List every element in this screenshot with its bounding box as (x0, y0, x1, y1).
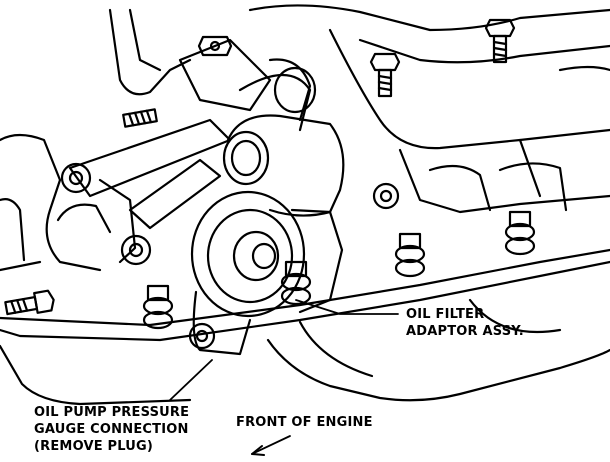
oil-filter-adaptor (188, 190, 344, 356)
oil-filter-adaptor-label: OIL FILTER ADAPTOR ASSY. (406, 306, 524, 340)
front-of-engine-text: FRONT OF ENGINE (236, 415, 373, 430)
oil-pump-gauge-line-2: GAUGE CONNECTION (34, 422, 189, 437)
manifold-bolts (122, 18, 516, 128)
front-arrow (251, 435, 291, 455)
oil-pump-gauge-line-3: (REMOVE PLUG) (34, 439, 154, 454)
leader-lines (169, 299, 399, 456)
pan-rail-bolts (4, 182, 536, 330)
leader-oil-filter (295, 299, 399, 315)
front-of-engine-label: FRONT OF ENGINE (236, 414, 373, 431)
oil-filter-adaptor-line-1: OIL FILTER (406, 307, 485, 322)
oil-pump-gauge-line-1: OIL PUMP PRESSURE (34, 405, 190, 420)
oil-pump-gauge-label: OIL PUMP PRESSURE GAUGE CONNECTION (REMO… (34, 404, 189, 455)
upper-canister (222, 58, 345, 217)
oil-filter-adaptor-line-2: ADAPTOR ASSY. (406, 324, 524, 339)
bracket-arm (60, 38, 312, 266)
engine-block-left (0, 8, 192, 272)
leader-gauge (169, 359, 213, 401)
intake-manifold (248, 4, 610, 214)
oil-pan (0, 248, 610, 406)
